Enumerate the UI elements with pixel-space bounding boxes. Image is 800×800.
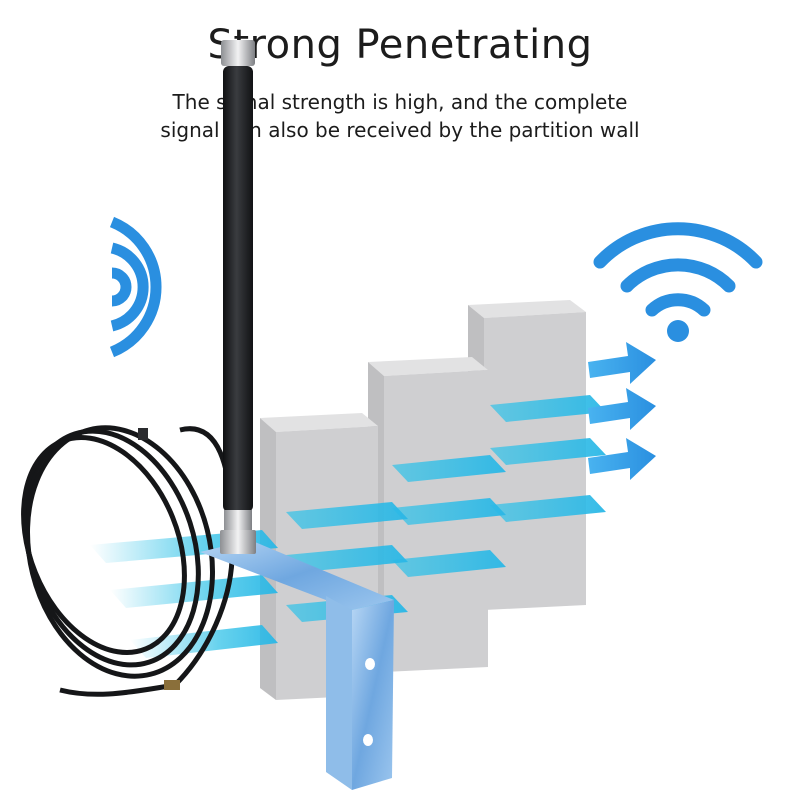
antenna bbox=[220, 40, 256, 554]
signal-arrows-outgoing bbox=[588, 342, 656, 480]
wifi-signal-right-icon bbox=[593, 222, 763, 342]
mounting-bracket bbox=[200, 540, 394, 790]
signal-beams-middle bbox=[392, 455, 506, 577]
wifi-signal-left-icon bbox=[109, 216, 162, 358]
cable-clip bbox=[138, 428, 148, 440]
cable-connector bbox=[164, 680, 180, 690]
headline: Strong Penetrating bbox=[207, 22, 593, 68]
signal-beams-right bbox=[490, 395, 606, 522]
